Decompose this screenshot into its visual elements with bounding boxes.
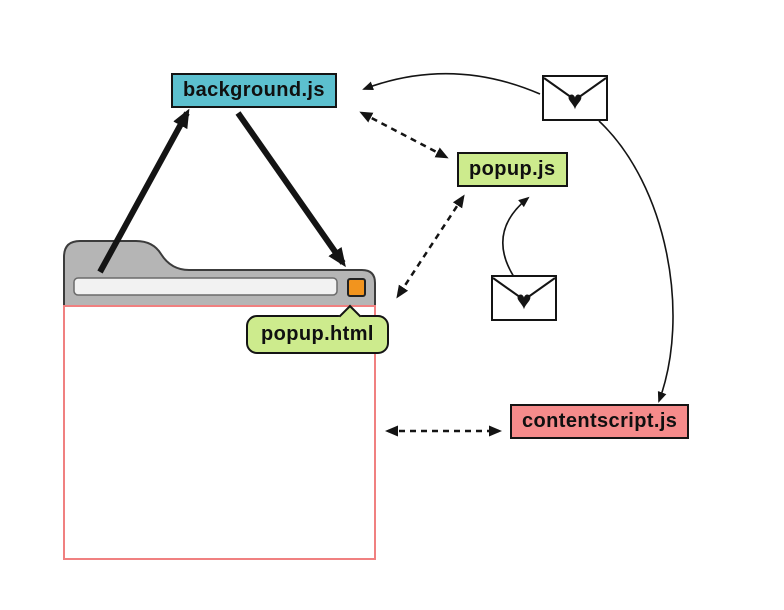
node-popup-js: popup.js: [457, 152, 568, 187]
heart-icon: ♥: [567, 85, 582, 115]
node-contentscript-js: contentscript.js: [510, 404, 690, 439]
node-background-js: background.js: [171, 73, 337, 108]
envelope-body: [542, 75, 608, 121]
envelope-body: [491, 275, 557, 321]
browser-window: [63, 240, 376, 560]
envelope-flap: [492, 277, 556, 302]
envelope-flap: [543, 77, 607, 102]
heart-icon: ♥: [516, 285, 531, 315]
message-envelope-top: ♥: [542, 75, 608, 121]
extension-icon[interactable]: [347, 278, 366, 297]
node-popup-html: popup.html: [246, 304, 389, 354]
arrow-message-to-popupjs: [502, 196, 530, 278]
arrow-tab-to-background: [97, 108, 190, 274]
arrow-popupjs-popuphtml: [396, 194, 465, 299]
message-envelope-middle: ♥: [491, 275, 557, 321]
node-popup-html-label: popup.html: [261, 323, 374, 345]
arrow-message-to-background: [362, 72, 541, 95]
arrow-background-popupjs: [359, 111, 449, 159]
arrow-background-to-toolbar: [235, 111, 346, 268]
address-bar[interactable]: [73, 277, 338, 296]
arrow-message-to-contentscript: [598, 120, 674, 403]
